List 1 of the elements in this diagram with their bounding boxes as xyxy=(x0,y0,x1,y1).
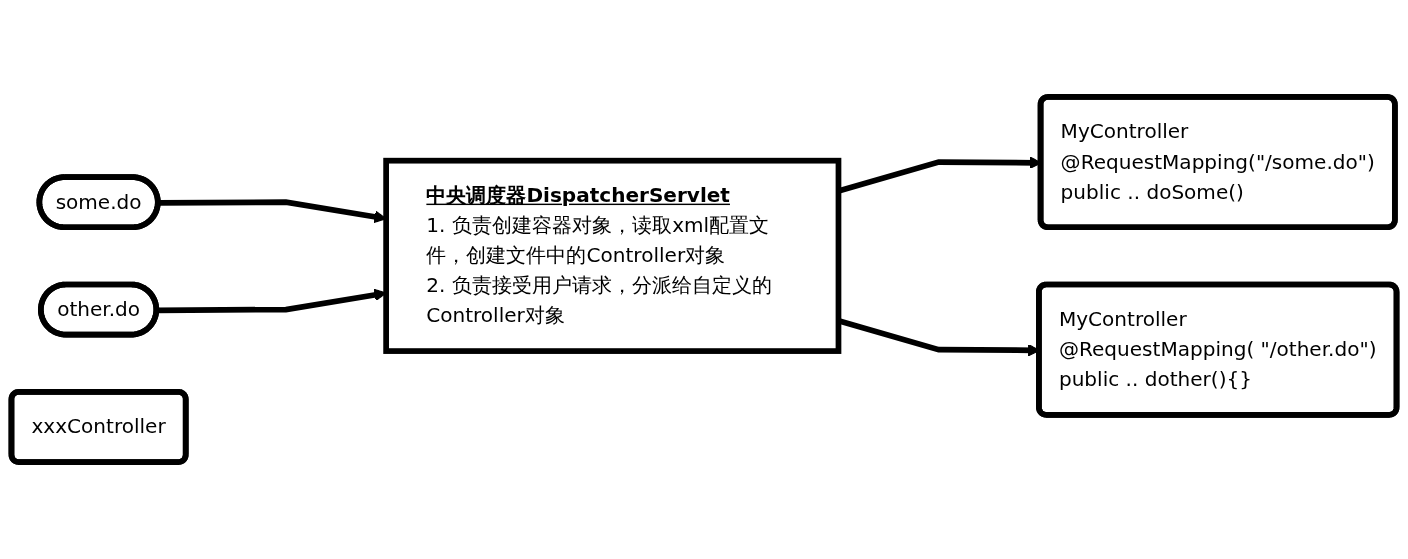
node-box: 中央调度器DispatcherServlet 1. 负责创建容器对象，读取xml配置文件，创建文件中的Controller对象 2. 负责接受用户请求，分派给自定义的Controller对象 xyxy=(383,157,842,354)
